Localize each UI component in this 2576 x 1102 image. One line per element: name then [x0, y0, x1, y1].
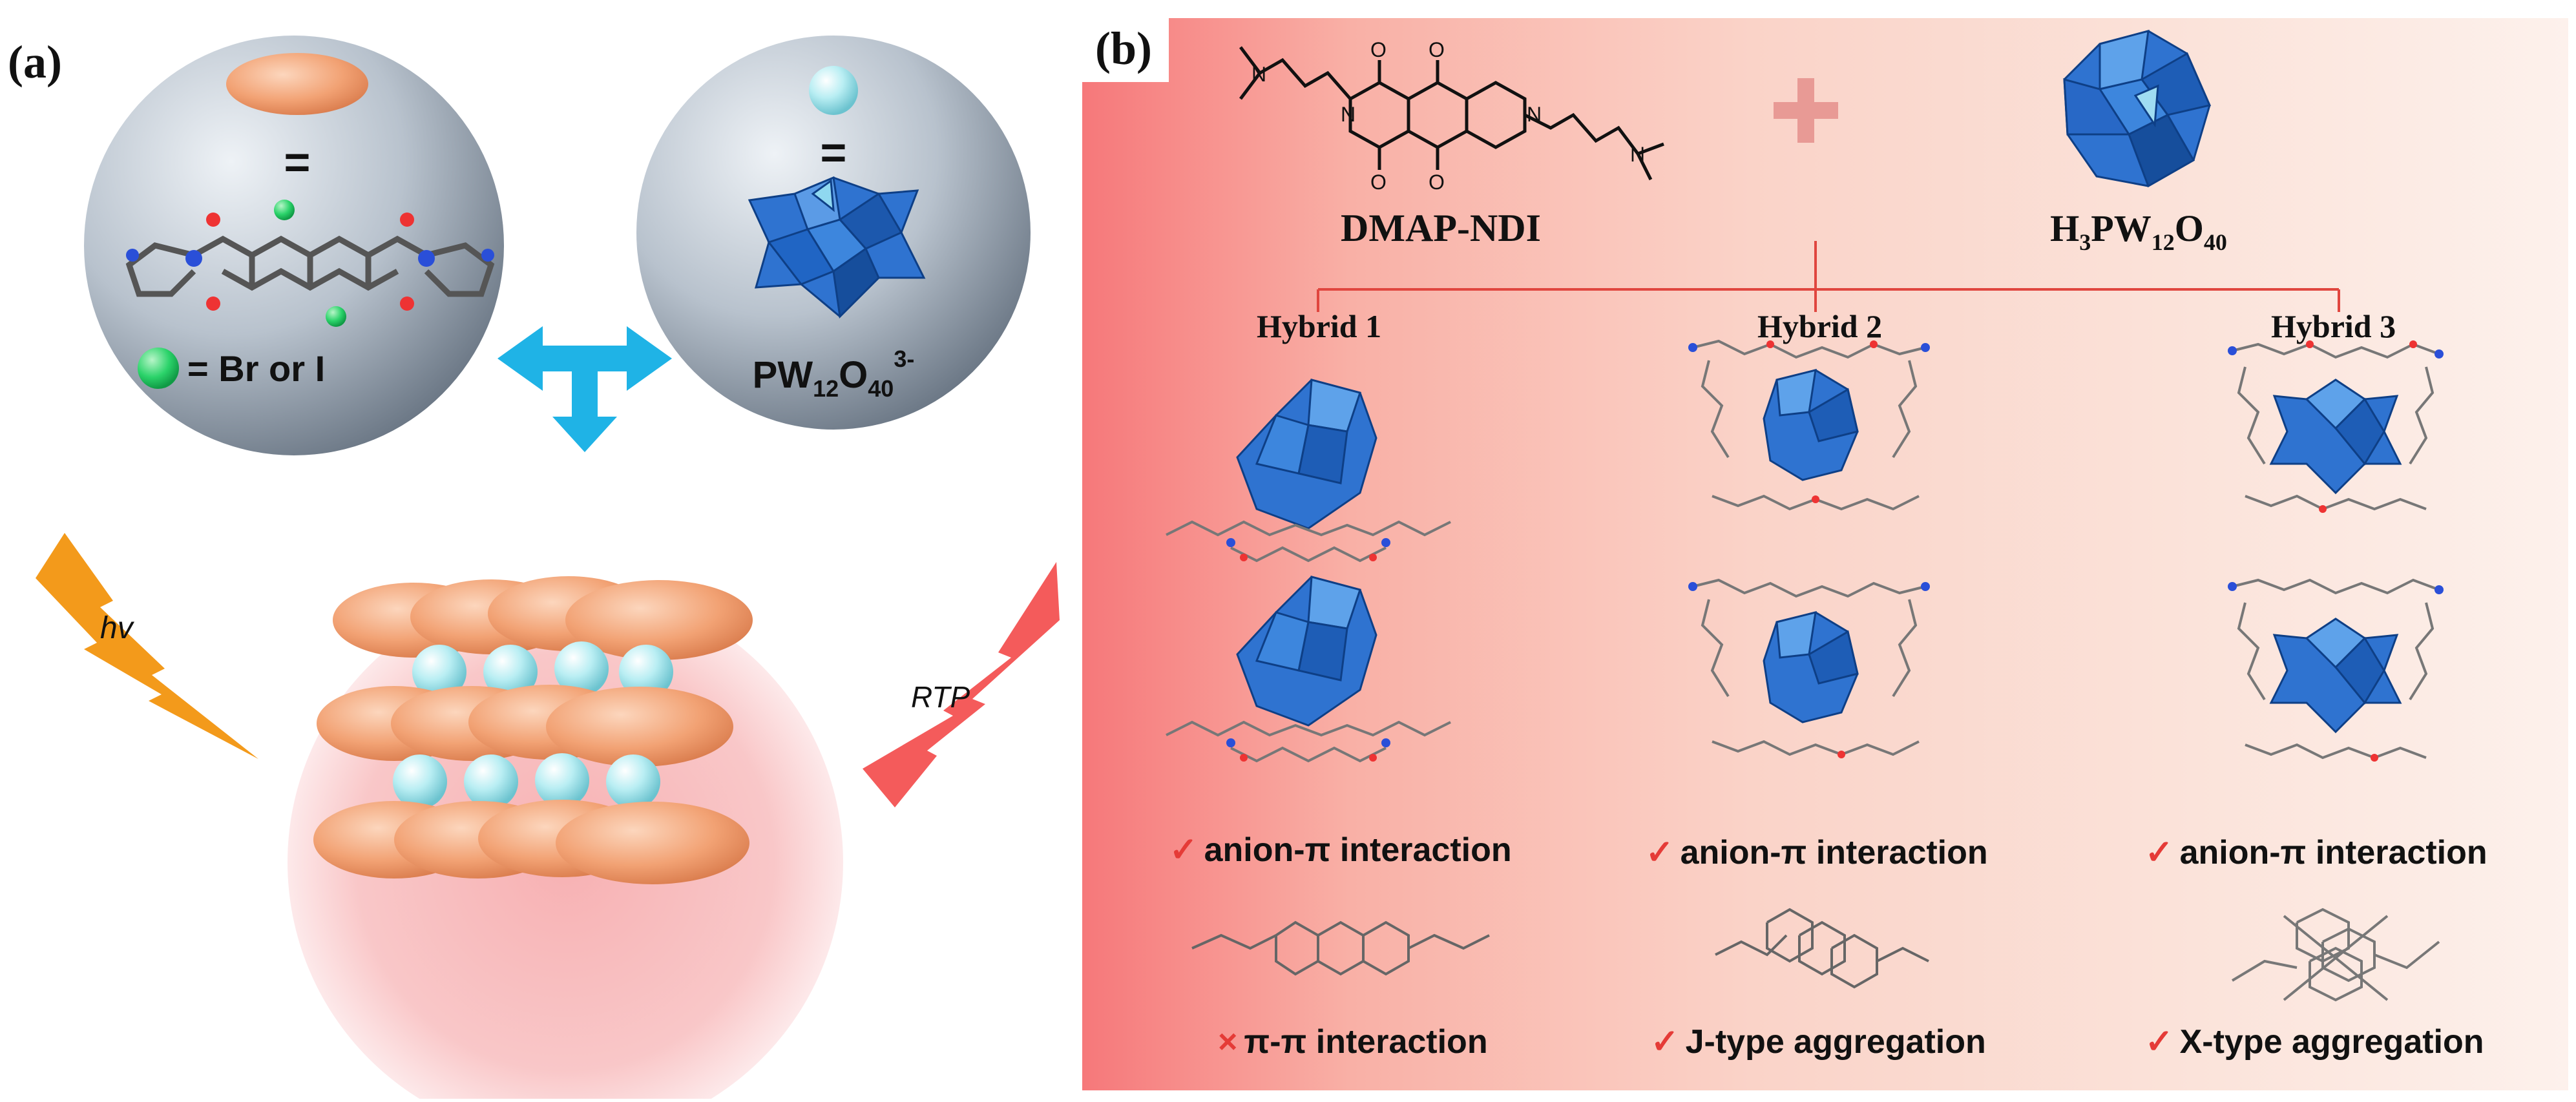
h3pw12o40-polyhedron-icon [2063, 29, 2212, 188]
hybrid-1-title: Hybrid 1 [1257, 308, 1382, 344]
dmap-ndi-atoms: N N N N O O O O [1251, 38, 1645, 194]
light-label: hv [100, 611, 135, 645]
dmap-ndi-label: DMAP-NDI [1341, 207, 1541, 249]
checkmark-icon: ✓ [1646, 834, 1674, 871]
panel-a: = [0, 0, 1073, 1102]
hybrid-3-feature-1-text: anion-π interaction [2179, 834, 2487, 871]
hybrid-1-feature-2: × π-π interaction [1218, 1023, 1488, 1061]
ndi-atoms [126, 200, 494, 327]
panel-b: (b) N N N N O O O O DMAP-NDI [1082, 18, 2568, 1090]
halogen-ball-icon [138, 348, 179, 389]
pom-sphere: = PW12O403- [636, 36, 1031, 430]
combine-arrow-icon [497, 326, 672, 452]
hybrid-1-feature-1-text: anion-π interaction [1204, 831, 1512, 869]
reaction-bracket [1317, 241, 2340, 312]
hybrid-3-feature-2-text: X-type aggregation [2179, 1023, 2484, 1061]
panel-b-illustration: N N N N O O O O DMAP-NDI H3PW12O40 [1166, 29, 2444, 1002]
ellipsoid-row-3 [313, 800, 749, 884]
halogen-legend: = Br or I [187, 348, 325, 389]
hybrid-2-feature-1-text: anion-π interaction [1680, 834, 1988, 871]
checkmark-icon: ✓ [2145, 1023, 2173, 1061]
svg-text:N: N [1251, 63, 1266, 86]
hybrid-1-feature-1: ✓ anion-π interaction [1169, 831, 1512, 869]
light-bolt-icon: hv [36, 533, 258, 759]
checkmark-icon: ✓ [2145, 834, 2173, 871]
cross-icon: × [1218, 1023, 1238, 1061]
hybrid-2-structure [1688, 339, 1930, 758]
pom-small-ball [809, 66, 858, 115]
svg-text:N: N [1630, 143, 1645, 166]
svg-text:O: O [1429, 38, 1445, 61]
svg-text:O: O [1370, 38, 1387, 61]
pi-pi-packing-motif [1191, 920, 1490, 976]
x-type-packing-motif [2231, 908, 2440, 1002]
hybrid-3-title: Hybrid 3 [2271, 308, 2396, 344]
checkmark-icon: ✓ [1651, 1023, 1679, 1061]
hybrid-1-structure [1166, 379, 1451, 763]
ellipsoid-row-2 [317, 685, 733, 767]
hybrid-1-feature-2-text: π-π interaction [1244, 1023, 1488, 1061]
svg-text:O: O [1429, 171, 1445, 194]
pom-ball-row-2 [393, 753, 660, 809]
pom-eq-sign: = [821, 127, 847, 178]
hybrid-3-feature-2: ✓ X-type aggregation [2145, 1023, 2484, 1061]
plus-icon [1774, 78, 1838, 143]
hybrid-2-feature-2-text: J-type aggregation [1685, 1023, 1986, 1061]
hybrid-2-feature-2: ✓ J-type aggregation [1651, 1023, 1986, 1061]
ligand-eq-sign: = [284, 137, 311, 187]
ligand-sphere: = [84, 36, 504, 455]
stacked-assembly [288, 576, 843, 1102]
hybrid-2-title: Hybrid 2 [1757, 308, 1883, 344]
panel-a-illustration: = [36, 36, 1060, 1102]
ligand-ellipsoid [226, 53, 368, 115]
emission-bolt-icon: RTP [863, 562, 1060, 807]
panel-a-tag: (a) [8, 36, 62, 88]
panel-b-tag: (b) [1082, 18, 1169, 82]
dmap-ndi-structure [1239, 46, 1664, 181]
checkmark-icon: ✓ [1169, 831, 1198, 869]
pom-ball-row-1 [412, 641, 673, 699]
ndi-ball-stick-model [125, 235, 495, 297]
hybrid-2-feature-1: ✓ anion-π interaction [1646, 833, 1988, 872]
pom-formula-label: PW12O403- [753, 346, 915, 402]
svg-text:N: N [1341, 103, 1356, 126]
emission-label: RTP [911, 680, 970, 714]
svg-text:N: N [1527, 103, 1542, 126]
hybrid-3-structure [2228, 340, 2444, 762]
pom-polyhedron-icon [748, 176, 926, 319]
h3pw12o40-label: H3PW12O40 [2050, 207, 2227, 255]
svg-text:O: O [1370, 171, 1387, 194]
ellipsoid-row-1 [333, 576, 753, 660]
hybrid-3-feature-1: ✓ anion-π interaction [2145, 833, 2487, 872]
j-type-packing-motif [1715, 908, 1929, 989]
